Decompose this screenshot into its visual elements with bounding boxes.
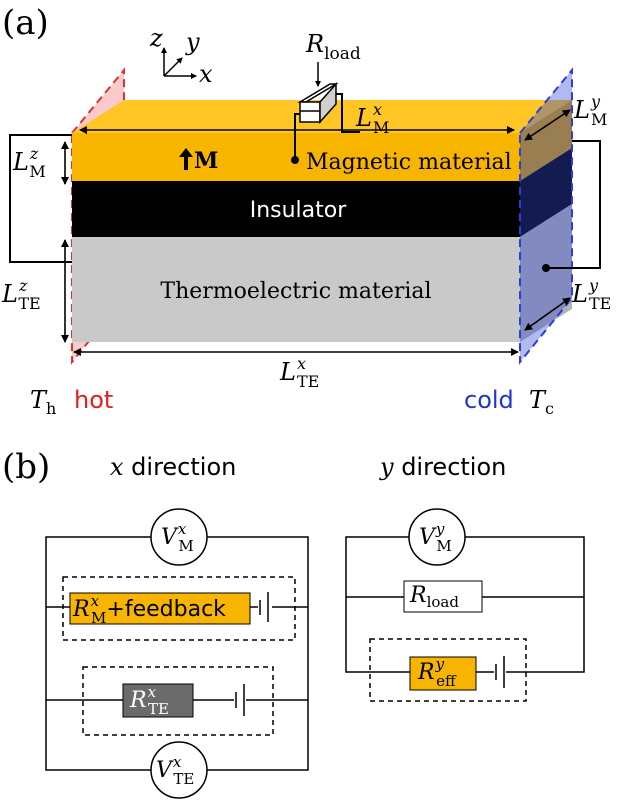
insulator-layer (72, 181, 520, 237)
L-M-y-arrow (524, 109, 571, 141)
axis-z-label: z (149, 24, 163, 52)
cold-label: cold (464, 386, 514, 414)
y-direction-title: y direction (379, 453, 506, 481)
x-dashed-boxes (62, 576, 296, 736)
panel-a-label: (a) (2, 3, 49, 43)
L-TE-y-arrow (524, 297, 571, 331)
panel-b-label: (b) (2, 447, 50, 487)
thermoelectric-layer (72, 237, 520, 342)
V-TE-x-meter (150, 741, 208, 799)
external-wires (9, 134, 601, 269)
coordinate-axes (161, 47, 197, 79)
R-eff-y-resistor (409, 656, 477, 691)
te-contact-dot (542, 264, 550, 272)
R-load-resistor (403, 580, 483, 613)
magnetic-contact-dot (291, 156, 299, 164)
R-M-x-feedback-resistor (69, 592, 251, 625)
hot-label: hot (74, 386, 113, 414)
insulator-side-face (520, 148, 572, 237)
T-c-label: Tc (529, 386, 554, 418)
R-load-label: Rload (305, 30, 361, 64)
load-resistor (294, 62, 360, 158)
magnetic-material-label: Magnetic material (306, 150, 512, 175)
R-load-circuit-label: Rload (409, 583, 459, 611)
thermoelectric-label: Thermoelectric material (160, 279, 431, 304)
axis-x-label: x (199, 60, 213, 88)
battery-M-x-icon (258, 592, 272, 622)
x-direction-title: x direction (110, 453, 236, 481)
battery-TE-x-icon (234, 684, 246, 716)
cold-plate (519, 67, 573, 365)
V-M-y-meter (408, 508, 466, 566)
V-M-x-meter (150, 508, 208, 566)
R-TE-x-resistor (122, 683, 194, 718)
magnetization-arrow-icon (179, 148, 193, 170)
insulator-label: Insulator (250, 198, 348, 223)
battery-eff-y-icon (494, 656, 506, 688)
T-h-label: Th (30, 386, 56, 418)
magnetization-label: M (194, 148, 218, 174)
axis-y-label: y (185, 28, 200, 56)
y-dashed-box (369, 638, 527, 702)
